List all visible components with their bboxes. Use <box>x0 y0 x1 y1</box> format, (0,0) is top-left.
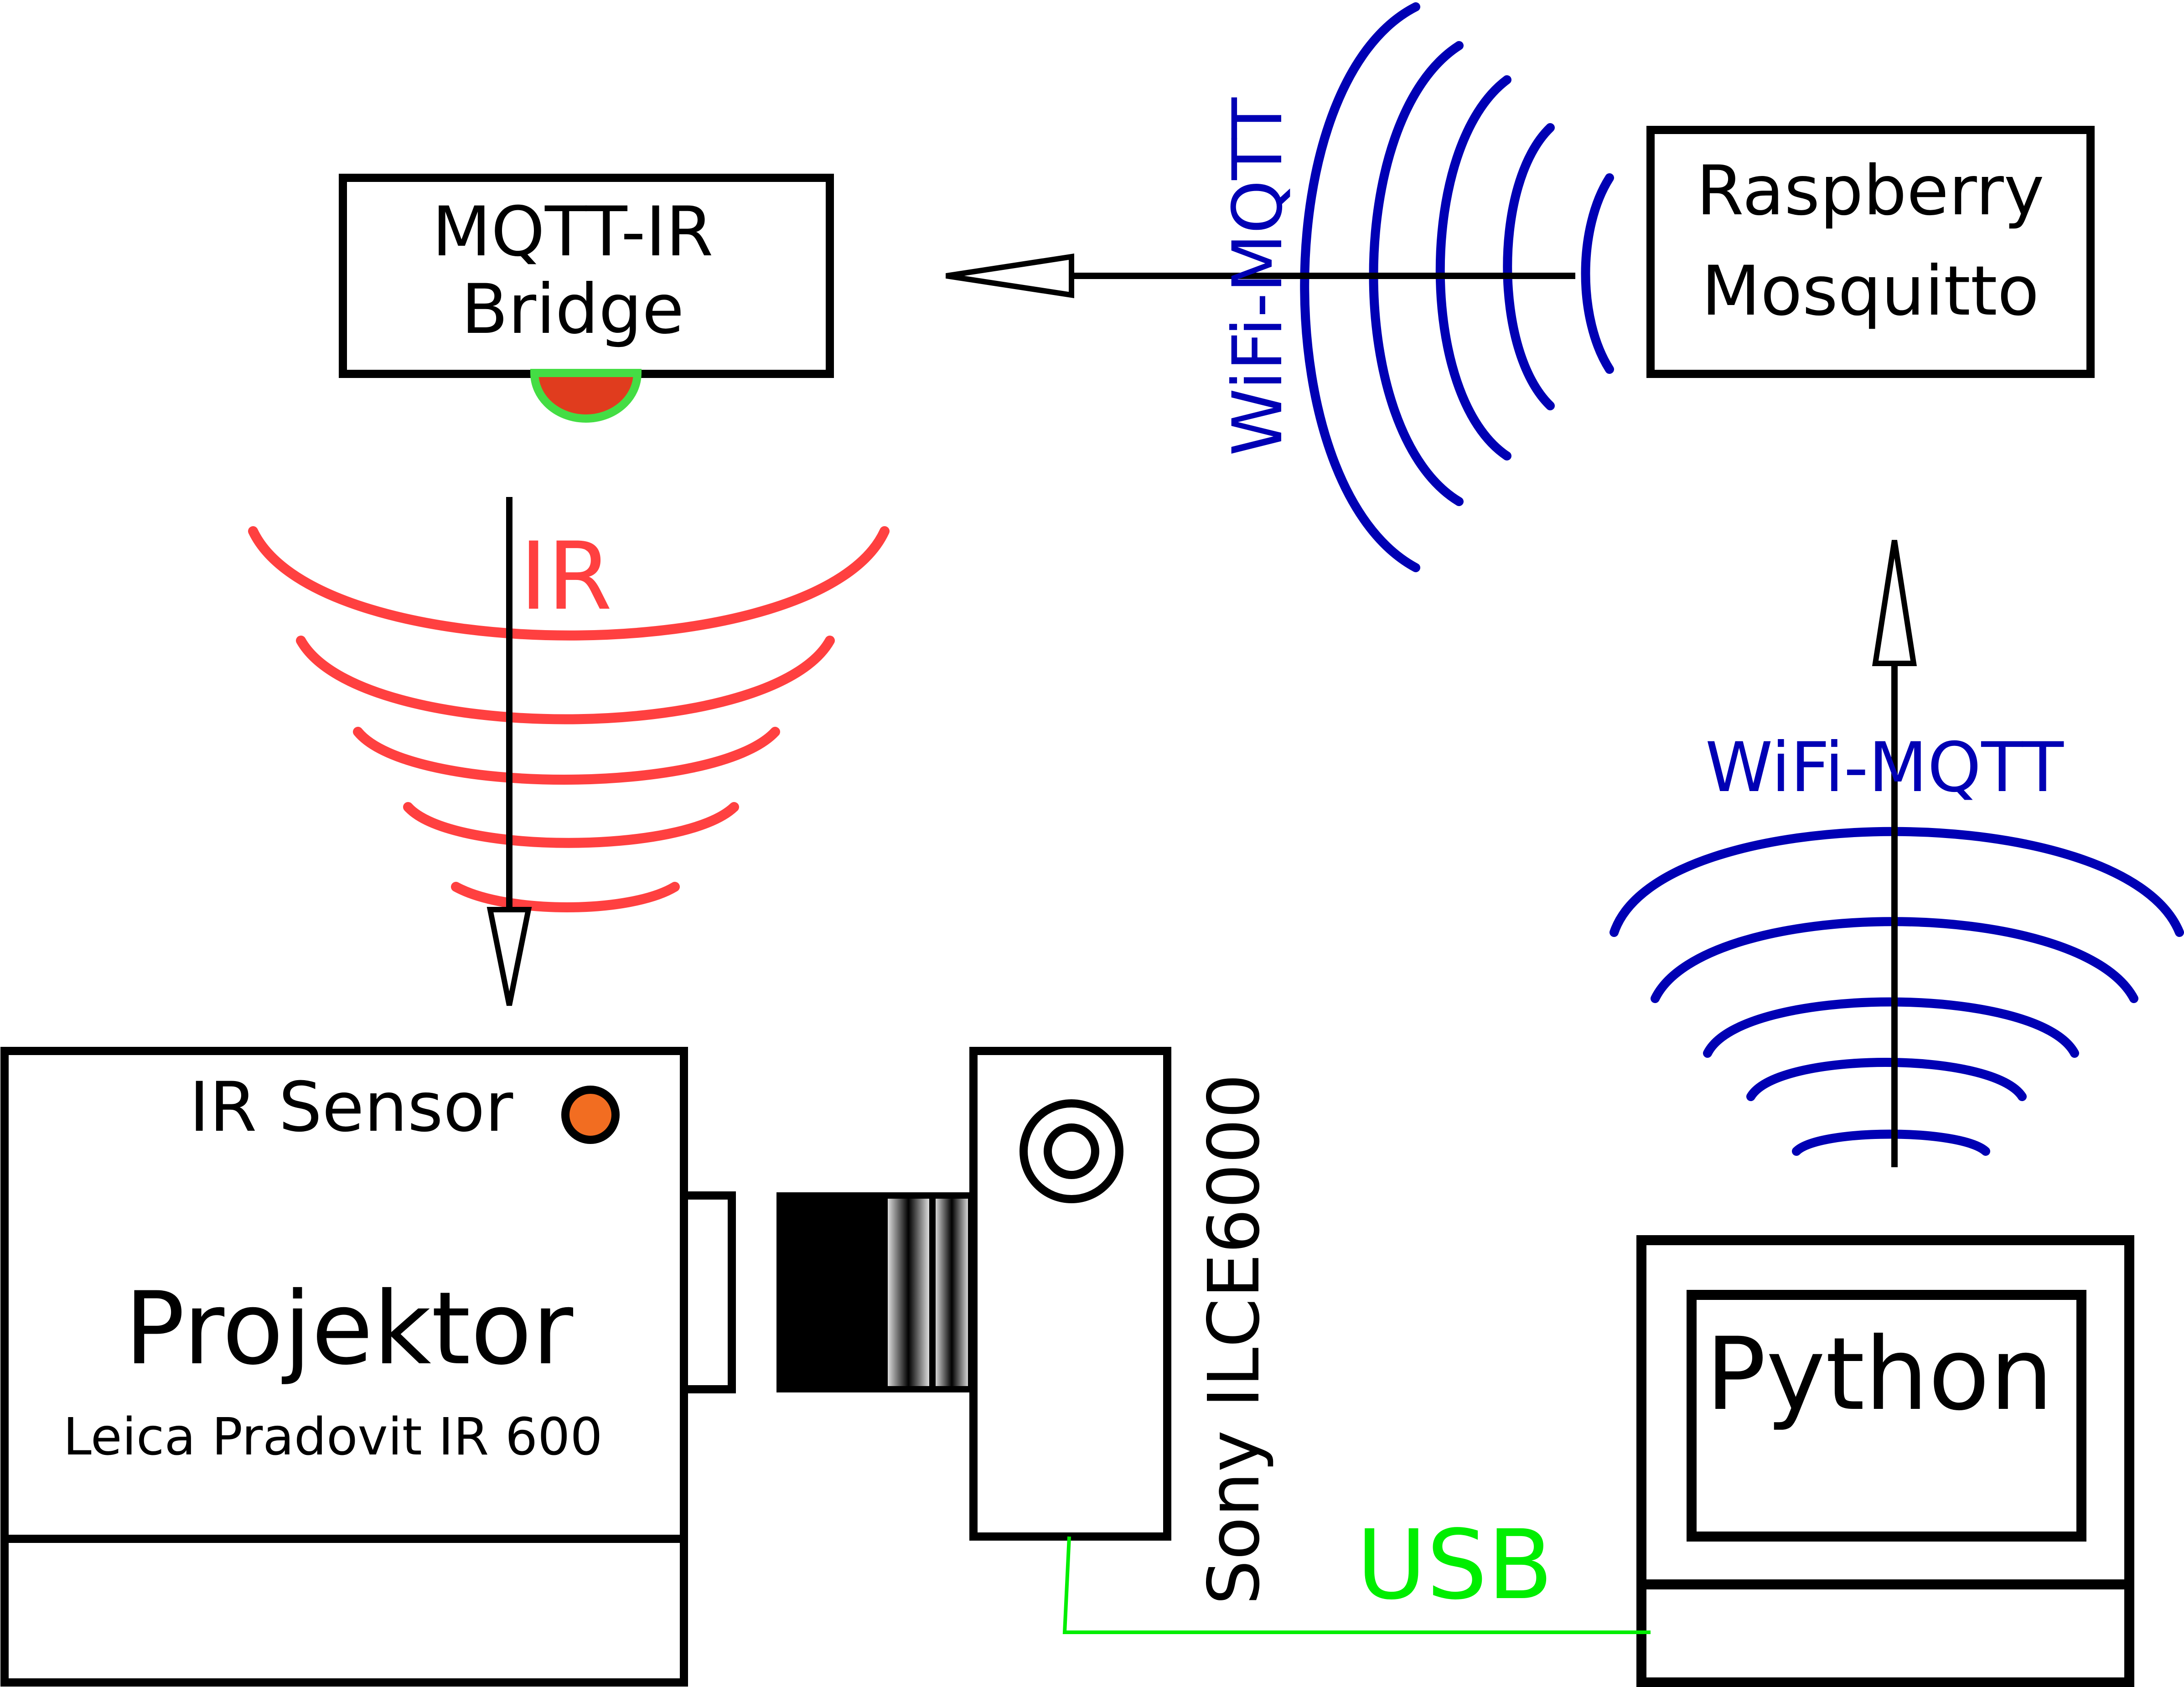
bridge-node: MQTT-IR Bridge <box>339 174 834 423</box>
laptop-node: Python <box>1636 1235 2134 1687</box>
ir-sensor-label: IR Sensor <box>189 1068 513 1147</box>
wifi-waves-icon <box>1300 2 1614 572</box>
lens-ring-1 <box>881 1192 936 1392</box>
usb-label: USB <box>1356 1509 1553 1621</box>
projector-box <box>0 1047 688 1687</box>
camera-lens-icon <box>1020 1099 1123 1203</box>
arrow-head-icon <box>946 254 1074 298</box>
laptop-screen <box>1687 1290 2086 1542</box>
usb-cable <box>1062 1536 1651 1634</box>
bridge-label-line1: MQTT-IR <box>432 192 714 272</box>
camera-body <box>969 1047 1171 1541</box>
laptop-base <box>1636 1579 2134 1687</box>
projector-lens-mount <box>680 1191 736 1393</box>
ir-waves-icon <box>248 526 890 912</box>
camera-lens <box>776 1192 974 1392</box>
raspberry-label-line2: Mosquitto <box>1702 252 2039 331</box>
projector-title: Projektor <box>124 1270 574 1387</box>
bridge-label-line2: Bridge <box>461 270 684 349</box>
raspberry-node: Raspberry Mosquitto <box>1646 126 2095 378</box>
camera-node: Sony ILCE6000 <box>969 1047 1275 1605</box>
projector-node: IR Sensor Projektor Leica Pradovit IR 60… <box>0 1047 736 1687</box>
wifi-top-label: WiFi-MQTT <box>1218 97 1298 456</box>
projector-model: Leica Pradovit IR 600 <box>63 1408 602 1467</box>
bridge-box <box>339 174 834 378</box>
ir-label: IR <box>520 523 612 631</box>
lens-ring-2 <box>929 1192 974 1392</box>
camera-label: Sony ILCE6000 <box>1193 1074 1275 1605</box>
arrow-head-icon <box>1872 540 1917 666</box>
raspberry-box <box>1646 126 2095 378</box>
raspberry-label-line1: Raspberry <box>1696 151 2044 231</box>
laptop-screen-label: Python <box>1706 1316 2054 1433</box>
lens-barrel <box>776 1192 888 1392</box>
ir-sensor-icon <box>561 1086 620 1144</box>
wifi-right-label: WiFi-MQTT <box>1705 728 2064 807</box>
arrow-head-icon <box>486 907 532 1006</box>
ir-led-icon <box>530 369 642 423</box>
